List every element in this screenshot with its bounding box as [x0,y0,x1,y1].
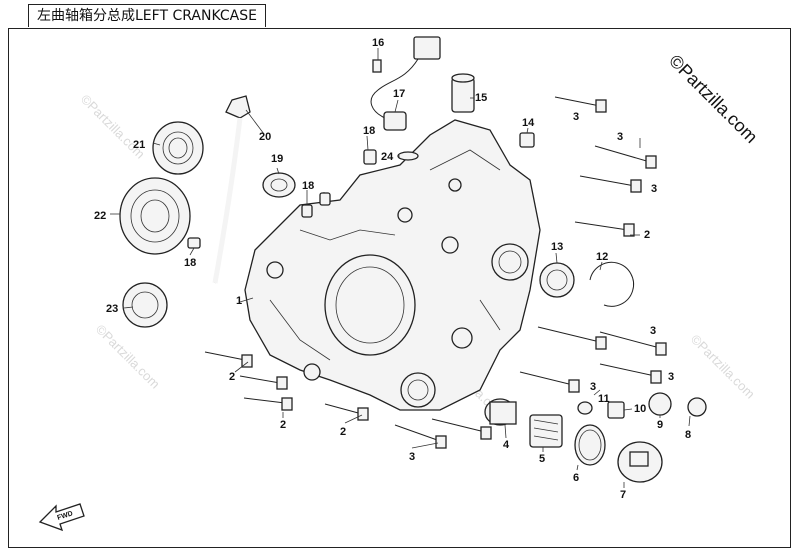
callout-label: 3 [573,111,579,123]
callout-label: 9 [657,419,663,431]
crank-bore [324,254,416,356]
washer-11 [577,401,593,415]
callout-label: 8 [685,429,691,441]
callout-label: 14 [522,117,535,129]
callout-label: 2 [644,229,650,241]
callout-label: 15 [475,92,487,104]
callout-label: 12 [596,251,608,263]
spring-5 [529,414,563,448]
fwd-arrow-icon: FWD [38,503,85,532]
callout-label: 21 [133,139,145,151]
seal-8 [687,397,707,417]
callout-label: 3 [651,183,657,195]
callout-label: 3 [617,131,623,143]
callout-label: 5 [539,453,545,465]
plug-4 [484,398,517,426]
bolt-10 [607,401,625,419]
crankcase-body [244,119,541,411]
watermark-main: ©Partzilla.com [665,51,761,147]
callout-label: 23 [106,303,118,315]
callout-label: 2 [340,426,346,438]
callout-label: 3 [650,325,656,337]
oil-pipe-20 [212,95,251,284]
callout-label: 24 [381,151,394,163]
bearing-22 [119,177,191,255]
callout-label: 2 [280,419,286,431]
callout-label: 10 [634,403,646,415]
watermark-faint: ©Partzilla.com [78,92,148,162]
bearing-23 [122,282,168,328]
fwd-label: FWD [56,510,73,522]
callout-label: 2 [229,371,235,383]
dowel-pin-18 [319,192,331,206]
dowel-pin-18 [363,149,377,165]
callout-label: 18 [184,257,196,269]
plug-14 [519,132,535,148]
o-ring-6 [574,424,606,466]
filler-cap-15 [451,73,475,113]
bolts [204,96,667,449]
callout-label: 22 [94,210,106,222]
callout-label: 17 [393,88,405,100]
drain-plug-7 [617,441,663,483]
callout-label: 11 [598,393,610,405]
watermark-faint: ©Partzilla.com [93,322,163,392]
circlip-12 [589,261,635,307]
dowel-pin-18 [301,204,313,218]
diagram-title: 左曲轴箱分总成LEFT CRANKCASE [28,4,266,27]
callout-label: 13 [551,241,563,253]
callout-label: 19 [271,153,283,165]
bushing-19 [262,172,296,198]
callout-label: 3 [409,451,415,463]
diagram-frame [8,28,791,548]
callout-label: 1 [236,295,242,307]
o-ring-24 [397,151,419,161]
callout-label: 6 [573,472,579,484]
callout-label: 18 [363,125,375,137]
callout-label: 16 [372,37,384,49]
callout-label: 7 [620,489,626,501]
dowel-pin-18 [187,237,201,249]
callout-label: 3 [668,371,674,383]
watermark-faint: ©Partzilla.com [688,332,758,402]
callout-label: 3 [590,381,596,393]
callout-label: 18 [302,180,314,192]
bearing-21 [152,121,204,175]
callout-label: 4 [503,439,510,451]
callout-label: 20 [259,131,271,143]
leader-lines [110,48,691,488]
oil-seal-13 [539,262,575,298]
bearing-9 [648,392,672,416]
